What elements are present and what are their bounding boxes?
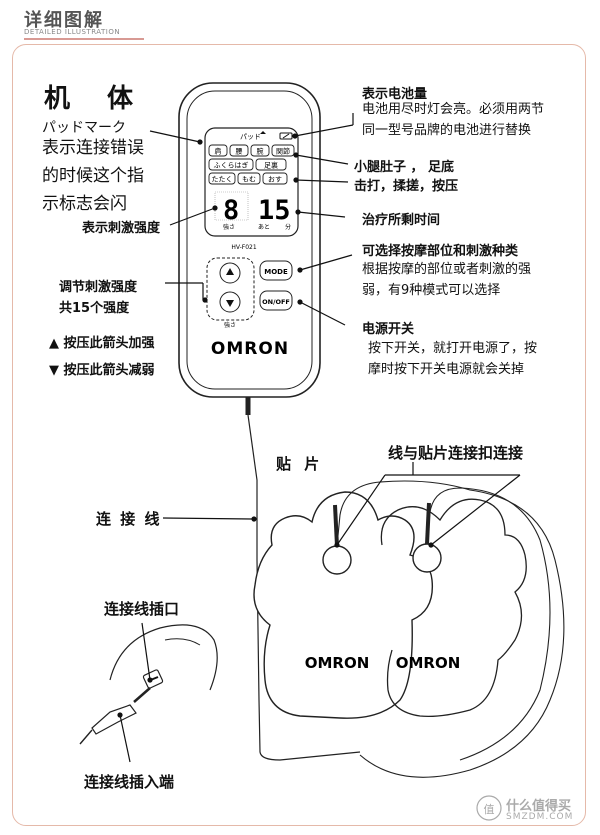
lcd-part-box [208, 172, 236, 185]
time-digits: 15 [258, 195, 291, 226]
lcd-part-label: おす [268, 176, 282, 184]
lcd-part-label: 腕 [257, 147, 264, 156]
battery-desc: 电池用尽时灯会亮。必须用两节 同一型号品牌的电池进行替换 [362, 102, 545, 138]
lcd-part-box [255, 158, 287, 171]
power-title: 电源开关 [362, 322, 415, 337]
pad-mark-icon [260, 131, 266, 134]
header-underline [24, 38, 144, 40]
svg-text:值: 值 [484, 803, 495, 816]
battery-title: 表示电池量 [362, 87, 428, 102]
adjust-intensity-title: 调节刺激强度 [59, 280, 138, 295]
adjust-intensity-count: 共15个强度 [59, 301, 130, 316]
lcd-pad-text: パッド [240, 133, 261, 141]
unit-section-title: 机 体 [44, 84, 148, 114]
svg-text:あと: あと [258, 224, 270, 231]
svg-text:ON/OFF: ON/OFF [262, 298, 290, 306]
svg-text:HV-F021: HV-F021 [231, 244, 257, 251]
left-pad [253, 491, 434, 719]
lcd-part-box [250, 144, 270, 157]
svg-text:OMRON: OMRON [305, 654, 370, 672]
parts-line-2: 击打，揉搓，按压 [354, 179, 459, 194]
svg-text:強さ: 強さ [223, 223, 235, 231]
onoff-button [259, 290, 293, 311]
content-frame [12, 44, 586, 826]
lcd-part-label: たたく [212, 176, 233, 184]
device-inner-edge [186, 90, 313, 390]
time-remaining-label: 治疗所剩时间 [362, 213, 441, 228]
watermark-cn: 什么值得买 [506, 799, 572, 814]
lcd-part-label: 肩 [215, 147, 222, 156]
watermark-en: SMZDM.COM [506, 812, 574, 822]
lcd-part-box [229, 144, 249, 157]
lcd-part-box [208, 158, 254, 171]
up-arrow-desc: ▲ 按压此箭头加强 [49, 336, 155, 351]
lcd-part-label: 腰 [236, 148, 243, 156]
watermark-logo-icon [476, 795, 502, 821]
cable-label: 连 接 线 [96, 510, 162, 528]
svg-text:OMRON: OMRON [396, 654, 461, 672]
lcd-part-box [262, 172, 288, 185]
lcd-part-label: ふくらはぎ [214, 161, 249, 170]
mode-button [259, 260, 293, 281]
pad-mark-desc: 表示连接错误 的时候这个指 示标志会闪 [42, 138, 144, 214]
left-pad-connector [322, 545, 352, 575]
right-pad [380, 498, 527, 718]
parts-line-1: 小腿肚子 ， 足底 [354, 160, 455, 175]
down-arrow-desc: ▼ 按压此箭头减弱 [49, 363, 155, 378]
plug-label: 连接线插入端 [84, 773, 175, 791]
lcd-part-label: もむ [242, 176, 256, 184]
pad-mark-label: パッドマーク [42, 120, 126, 136]
power-desc: 按下开关，就打开电源了，按 摩时按下开关电源就会关掉 [368, 341, 538, 377]
lcd-part-box [237, 172, 261, 185]
svg-text:強さ: 強さ [224, 321, 236, 329]
header-title: 详细图解 [24, 10, 104, 31]
intensity-digit: 8 [223, 195, 239, 226]
svg-text:MODE: MODE [264, 268, 288, 276]
lcd-part-label: 関節 [276, 147, 290, 156]
lcd-part-label: 足裏 [264, 161, 278, 170]
lcd-part-box [271, 144, 295, 157]
svg-text:OMRON: OMRON [211, 339, 289, 359]
pads-title: 贴 片 [276, 455, 324, 473]
svg-text:分: 分 [285, 223, 291, 231]
connector-label: 线与贴片连接扣连接 [388, 444, 524, 462]
jack-label: 连接线插口 [104, 600, 180, 618]
lcd-part-box [208, 144, 228, 157]
intensity-display-label: 表示刺激强度 [82, 221, 161, 236]
right-pad-connector [412, 543, 442, 573]
mode-title: 可选择按摩部位和刺激种类 [362, 244, 519, 259]
header-subtitle: DETAILED ILLUSTRATION [24, 28, 121, 36]
mode-desc: 根据按摩的部位或者刺激的强 弱，有9种模式可以选择 [362, 262, 532, 298]
